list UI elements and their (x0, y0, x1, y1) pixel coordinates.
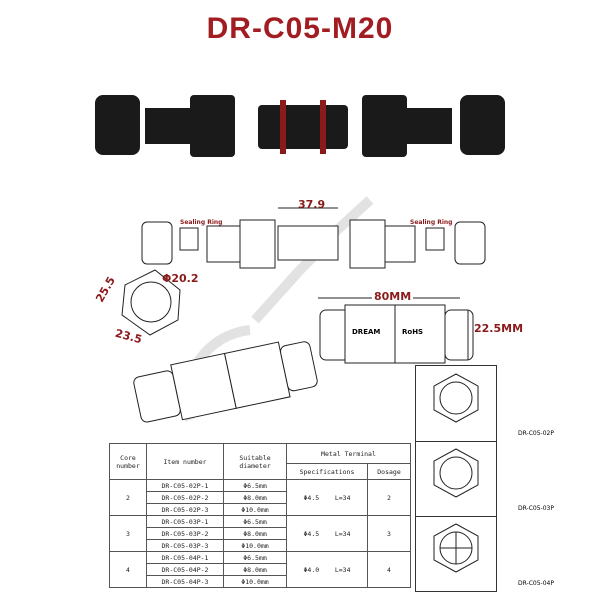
item-cell: DR-C05-03P-3 (146, 539, 224, 552)
diameter-cell: Φ6.5mm (223, 515, 287, 528)
pin-view-3p: DR-C05-03P (416, 441, 554, 517)
dosage-cell: 3 (367, 515, 411, 552)
diameter-cell: Φ8.0mm (223, 527, 287, 540)
header-spec: Specifications (286, 463, 368, 480)
diameter-cell: Φ10.0mm (223, 575, 287, 588)
header-dosage: Dosage (367, 463, 411, 480)
brand-marking: DREAM (352, 328, 381, 336)
spec-cell: Φ4.0 L=34 (286, 551, 368, 588)
diameter-cell: Φ8.0mm (223, 491, 287, 504)
product-photo (95, 95, 505, 157)
diameter-cell: Φ8.0mm (223, 563, 287, 576)
spec-diameter: Φ4.0 (303, 565, 320, 574)
header-item: Item number (146, 443, 224, 480)
pin-view-label: DR-C05-02P (518, 430, 554, 437)
core-cell: 3 (109, 515, 147, 552)
header-diameter: Suitable diameter (223, 443, 287, 480)
hex-end-view (121, 269, 181, 336)
pin-view-label: DR-C05-03P (518, 505, 554, 512)
angled-view (133, 341, 318, 423)
diameter-cell: Φ6.5mm (223, 551, 287, 564)
diameter-cell: Φ10.0mm (223, 539, 287, 552)
header-metal-terminal: Metal Terminal (286, 443, 411, 464)
dim-center-length: 37.9 (298, 198, 326, 211)
dim-outer-diameter: 22.5MM (474, 322, 524, 335)
spec-cell: Φ4.5 L=34 (286, 479, 368, 516)
item-cell: DR-C05-02P-2 (146, 491, 224, 504)
pin-view-2p: DR-C05-02P (416, 366, 554, 442)
item-cell: DR-C05-02P-1 (146, 479, 224, 492)
diameter-cell: Φ6.5mm (223, 479, 287, 492)
item-cell: DR-C05-04P-3 (146, 575, 224, 588)
spec-diameter: Φ4.5 (303, 529, 320, 538)
item-cell: DR-C05-03P-1 (146, 515, 224, 528)
dosage-cell: 4 (367, 551, 411, 588)
spec-length: L=34 (334, 565, 351, 574)
dim-total-length: 80MM (372, 290, 414, 303)
pin-view-label: DR-C05-04P (518, 580, 554, 587)
diameter-cell: Φ10.0mm (223, 503, 287, 516)
spec-length: L=34 (334, 493, 351, 502)
rohs-marking: RoHS (402, 328, 424, 336)
pin-views-panel: DR-C05-02P DR-C05-03P DR-C05-04P (415, 365, 554, 592)
spec-length: L=34 (334, 529, 351, 538)
item-cell: DR-C05-04P-2 (146, 563, 224, 576)
sealing-ring-label-left: Sealing Ring (180, 219, 223, 226)
spec-diameter: Φ4.5 (303, 493, 320, 502)
core-cell: 4 (109, 551, 147, 588)
header-core: Core number (109, 443, 147, 480)
dim-hex-diameter: Φ20.2 (162, 272, 199, 285)
core-cell: 2 (109, 479, 147, 516)
exploded-drawing (141, 207, 486, 269)
sealing-ring-label-right: Sealing Ring (410, 219, 453, 226)
assembled-view (318, 297, 474, 364)
spec-cell: Φ4.5 L=34 (286, 515, 368, 552)
item-cell: DR-C05-02P-3 (146, 503, 224, 516)
product-title: DR-C05-M20 (206, 12, 394, 45)
item-cell: DR-C05-04P-1 (146, 551, 224, 564)
pin-view-4p: DR-C05-04P (416, 516, 554, 591)
item-cell: DR-C05-03P-2 (146, 527, 224, 540)
product-drawings (95, 95, 505, 423)
dosage-cell: 2 (367, 479, 411, 516)
